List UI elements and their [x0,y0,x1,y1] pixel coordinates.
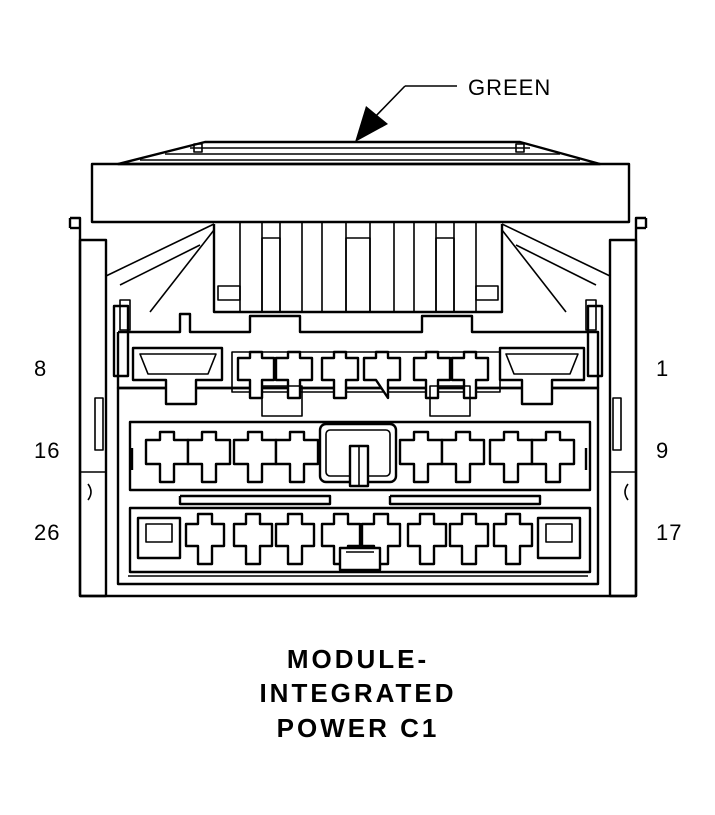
color-callout: GREEN [355,75,551,142]
diagram-caption: MODULE- INTEGRATED POWER C1 [259,644,456,743]
terminal-row-3 [128,494,592,574]
pin-label-9: 9 [656,438,669,463]
connector-upper-ribs [105,221,611,314]
caption-line-1: MODULE- [287,644,429,674]
caption-line-3: POWER C1 [277,713,440,743]
pin-labels: 8 1 16 9 26 17 [34,356,682,545]
pin-label-26: 26 [34,520,60,545]
terminal-row-1 [131,346,586,417]
pin-label-17: 17 [656,520,682,545]
pin-label-1: 1 [656,356,669,381]
terminal-row-2 [128,420,592,492]
callout-arrow [355,106,388,142]
caption-line-2: INTEGRATED [259,678,456,708]
callout-label: GREEN [468,75,551,100]
connector-face [116,312,600,586]
pin-label-8: 8 [34,356,47,381]
connector-top-rail [90,140,631,224]
pin-label-16: 16 [34,438,60,463]
